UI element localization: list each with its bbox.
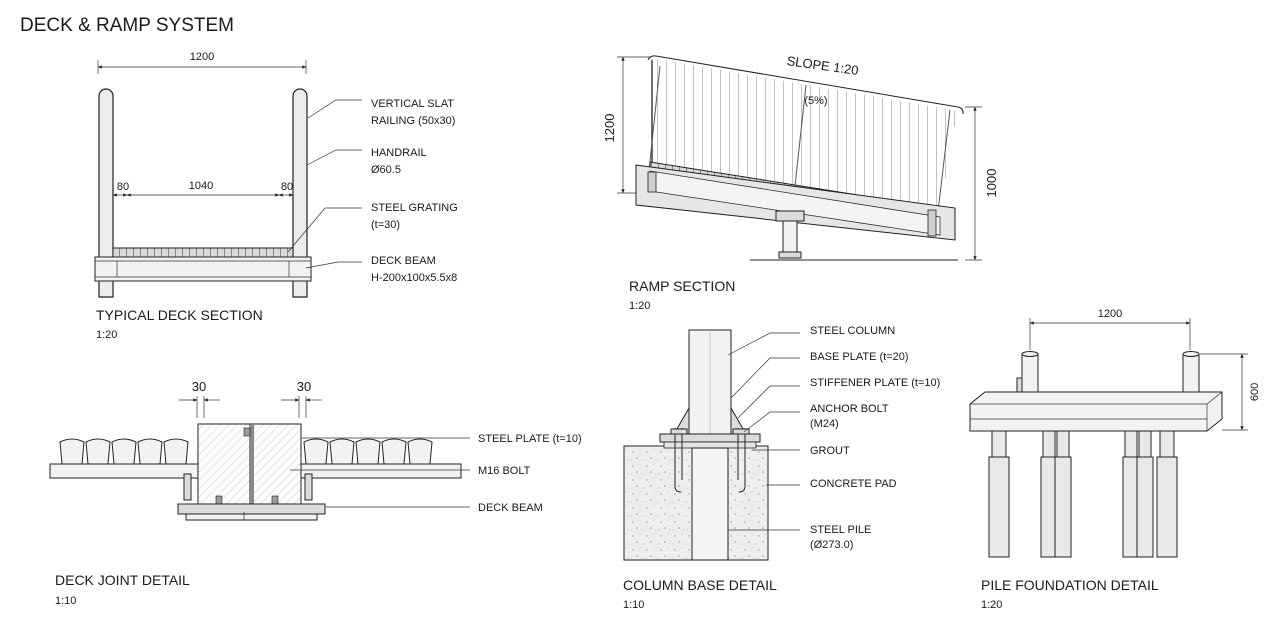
pile-5 [1136,456,1154,558]
column-base-scale: 1:10 [623,599,644,611]
ramp-slope-percent: (5%) [804,95,827,107]
deck-beam [94,256,312,282]
dim-joint-gap-left: 30 [192,379,206,394]
ramp-top-handrail [647,55,964,115]
right-railing-post [292,88,308,298]
sheet-title: DECK & RAMP SYSTEM [20,15,234,36]
pile-post-left [1021,353,1039,397]
joint-deck-beam-plate [177,503,326,515]
pile-cap-slab [969,391,1223,432]
typical-deck-section: 1200 80 1040 80 VERTICAL SLAT RAILING (5… [94,51,458,341]
note-steel-plate: STEEL PLATE (t=10) [478,433,582,445]
note-vertical-slat: VERTICAL SLAT [371,98,454,110]
dim-joint-gap-right: 30 [297,379,311,394]
note-handrail: HANDRAIL [371,147,427,159]
note-steel-pile: STEEL PILE [810,524,871,536]
ramp-section-title: RAMP SECTION [629,278,735,294]
pile-foundation-detail: 1200 600 PILE [969,308,1261,611]
note-anchor-bolt-spec: (M24) [810,418,839,430]
steel-grating [112,247,294,258]
note-stiffener-plate: STIFFENER PLATE (t=10) [810,377,940,389]
pile-1 [988,456,1010,558]
note-joint-deck-beam: DECK BEAM [478,502,543,514]
dim-pile-width: 1200 [1098,308,1122,320]
ramp-railing-slats [652,58,957,208]
note-steel-pile-spec: (Ø273.0) [810,539,853,551]
typical-deck-scale: 1:20 [96,329,117,341]
deck-joint-title: DECK JOINT DETAIL [55,572,190,588]
deck-joint-scale: 1:10 [55,595,76,607]
ramp-section: 1200 1000 SLOPE 1:20 (5%) RAMP SECTION 1… [602,53,999,312]
note-deck-beam: DECK BEAM [371,255,436,267]
pile-6 [1156,456,1178,558]
note-concrete-pad: CONCRETE PAD [810,478,897,490]
column-base-title: COLUMN BASE DETAIL [623,577,777,593]
deck-joint-detail: 30 30 [49,379,582,607]
pile-3 [1054,456,1072,558]
note-m16-bolt: M16 BOLT [478,465,531,477]
note-steel-column: STEEL COLUMN [810,325,895,337]
note-base-plate: BASE PLATE (t=20) [810,351,909,363]
note-handrail-spec: Ø60.5 [371,164,401,176]
dim-pile-height: 600 [1249,383,1261,401]
typical-deck-title: TYPICAL DECK SECTION [96,307,263,323]
joint-block-left [197,423,251,505]
note-anchor-bolt: ANCHOR BOLT [810,403,889,415]
note-deck-beam-spec: H-200x100x5.5x8 [371,272,457,284]
left-railing-post [98,88,114,298]
ramp-section-scale: 1:20 [629,300,650,312]
note-vertical-slat-spec: RAILING (50x30) [371,115,455,127]
note-steel-grating-spec: (t=30) [371,219,400,231]
pile-post-right [1182,353,1200,397]
dim-ramp-left-height: 1200 [602,114,617,143]
ramp-slope-label: SLOPE 1:20 [786,53,860,78]
dim-ramp-right-height: 1000 [984,169,999,198]
pile-foundation-scale: 1:20 [981,599,1002,611]
dim-middle-1040: 1040 [189,180,213,192]
pile-foundation-title: PILE FOUNDATION DETAIL [981,577,1159,593]
steel-pile [691,447,729,561]
dim-left-80: 80 [117,181,129,193]
column-base-detail: STEEL COLUMN BASE PLATE (t=20) STIFFENER… [623,325,940,611]
dim-overall-width: 1200 [190,51,214,63]
note-grout: GROUT [810,445,850,457]
joint-block-right [249,423,302,505]
dim-right-80: 80 [281,181,293,193]
note-steel-grating: STEEL GRATING [371,202,458,214]
